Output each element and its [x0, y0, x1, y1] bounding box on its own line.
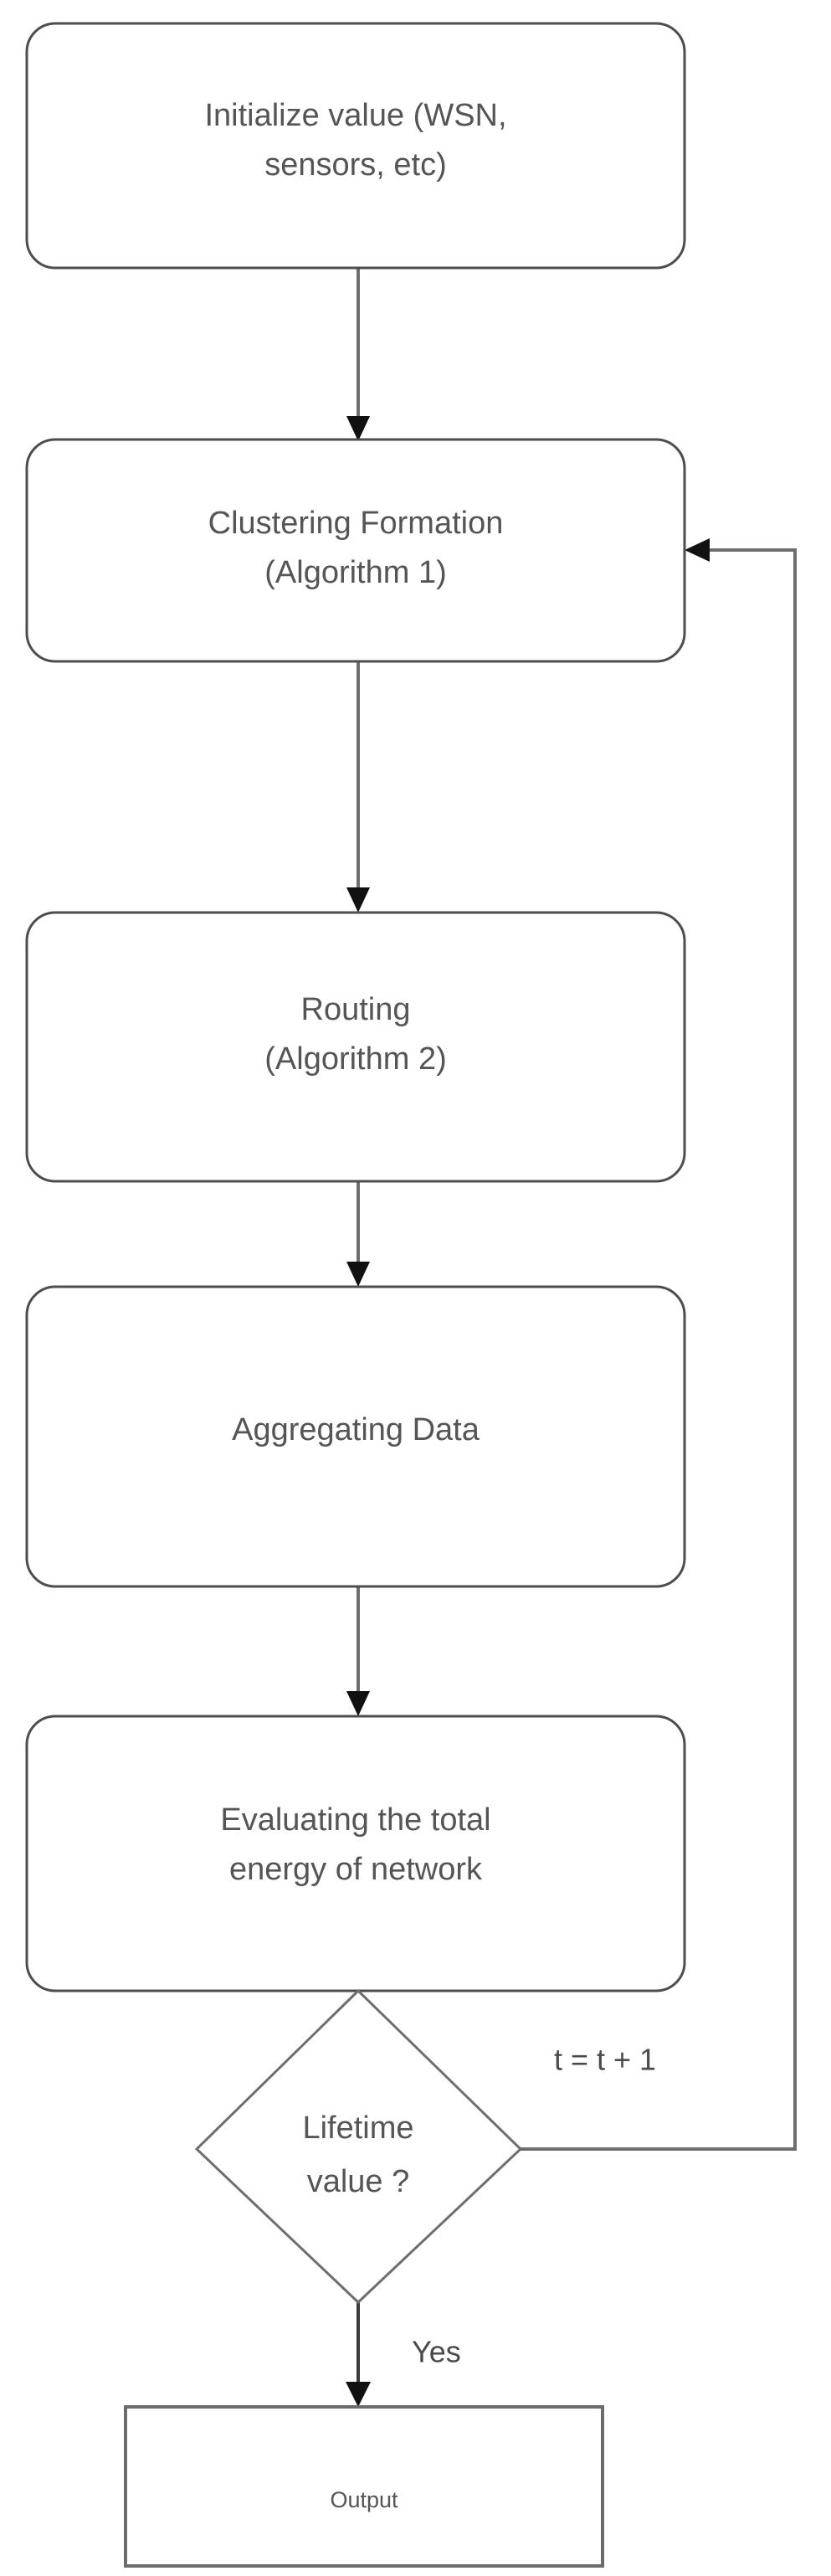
- node-aggregating-shape[interactable]: [25, 1285, 686, 1588]
- node-initialize-line-1: Initialize value (WSN,: [204, 98, 506, 133]
- node-clustering[interactable]: Clustering Formation (Algorithm 1): [25, 438, 686, 663]
- node-initialize-line-2: sensors, etc): [264, 147, 447, 183]
- edge-initialize-to-clustering: [346, 268, 370, 441]
- edge-aggregating-to-evaluating: [346, 1586, 370, 1716]
- node-routing[interactable]: Routing (Algorithm 2): [25, 911, 686, 1183]
- edge-decision-to-output: [346, 2302, 371, 2407]
- node-decision[interactable]: Lifetime value ?: [194, 1988, 523, 2305]
- node-clustering-line-1: Clustering Formation: [208, 506, 504, 541]
- node-clustering-shape[interactable]: [25, 438, 686, 663]
- node-evaluating-line-2: energy of network: [229, 1852, 483, 1887]
- node-output-shape[interactable]: [124, 2405, 604, 2568]
- node-routing-shape[interactable]: [25, 911, 686, 1183]
- node-evaluating[interactable]: Evaluating the total energy of network: [25, 1715, 686, 1992]
- edge-routing-to-aggregating: [346, 1181, 370, 1287]
- node-decision-line-2: value ?: [307, 2164, 410, 2199]
- node-initialize-shape[interactable]: [25, 22, 686, 270]
- node-evaluating-line-1: Evaluating the total: [220, 1802, 490, 1838]
- node-clustering-line-2: (Algorithm 1): [264, 555, 447, 590]
- edge-clustering-to-routing: [346, 661, 370, 913]
- node-routing-line-1: Routing: [301, 992, 411, 1027]
- node-aggregating-line-1: Aggregating Data: [232, 1412, 480, 1447]
- node-initialize[interactable]: Initialize value (WSN, sensors, etc): [25, 22, 686, 270]
- node-decision-line-1: Lifetime: [302, 2111, 413, 2146]
- edge-label-yes: Yes: [412, 2335, 461, 2369]
- edge-label-feedback: t = t + 1: [554, 2043, 656, 2077]
- node-output-label: Output: [330, 2487, 398, 2512]
- node-aggregating[interactable]: Aggregating Data: [25, 1285, 686, 1588]
- edge-decision-to-clustering-feedback: [521, 538, 797, 2151]
- node-evaluating-shape[interactable]: [25, 1715, 686, 1992]
- node-decision-shape[interactable]: [194, 1988, 523, 2305]
- node-routing-line-2: (Algorithm 2): [264, 1041, 447, 1077]
- node-output[interactable]: Output: [124, 2405, 604, 2568]
